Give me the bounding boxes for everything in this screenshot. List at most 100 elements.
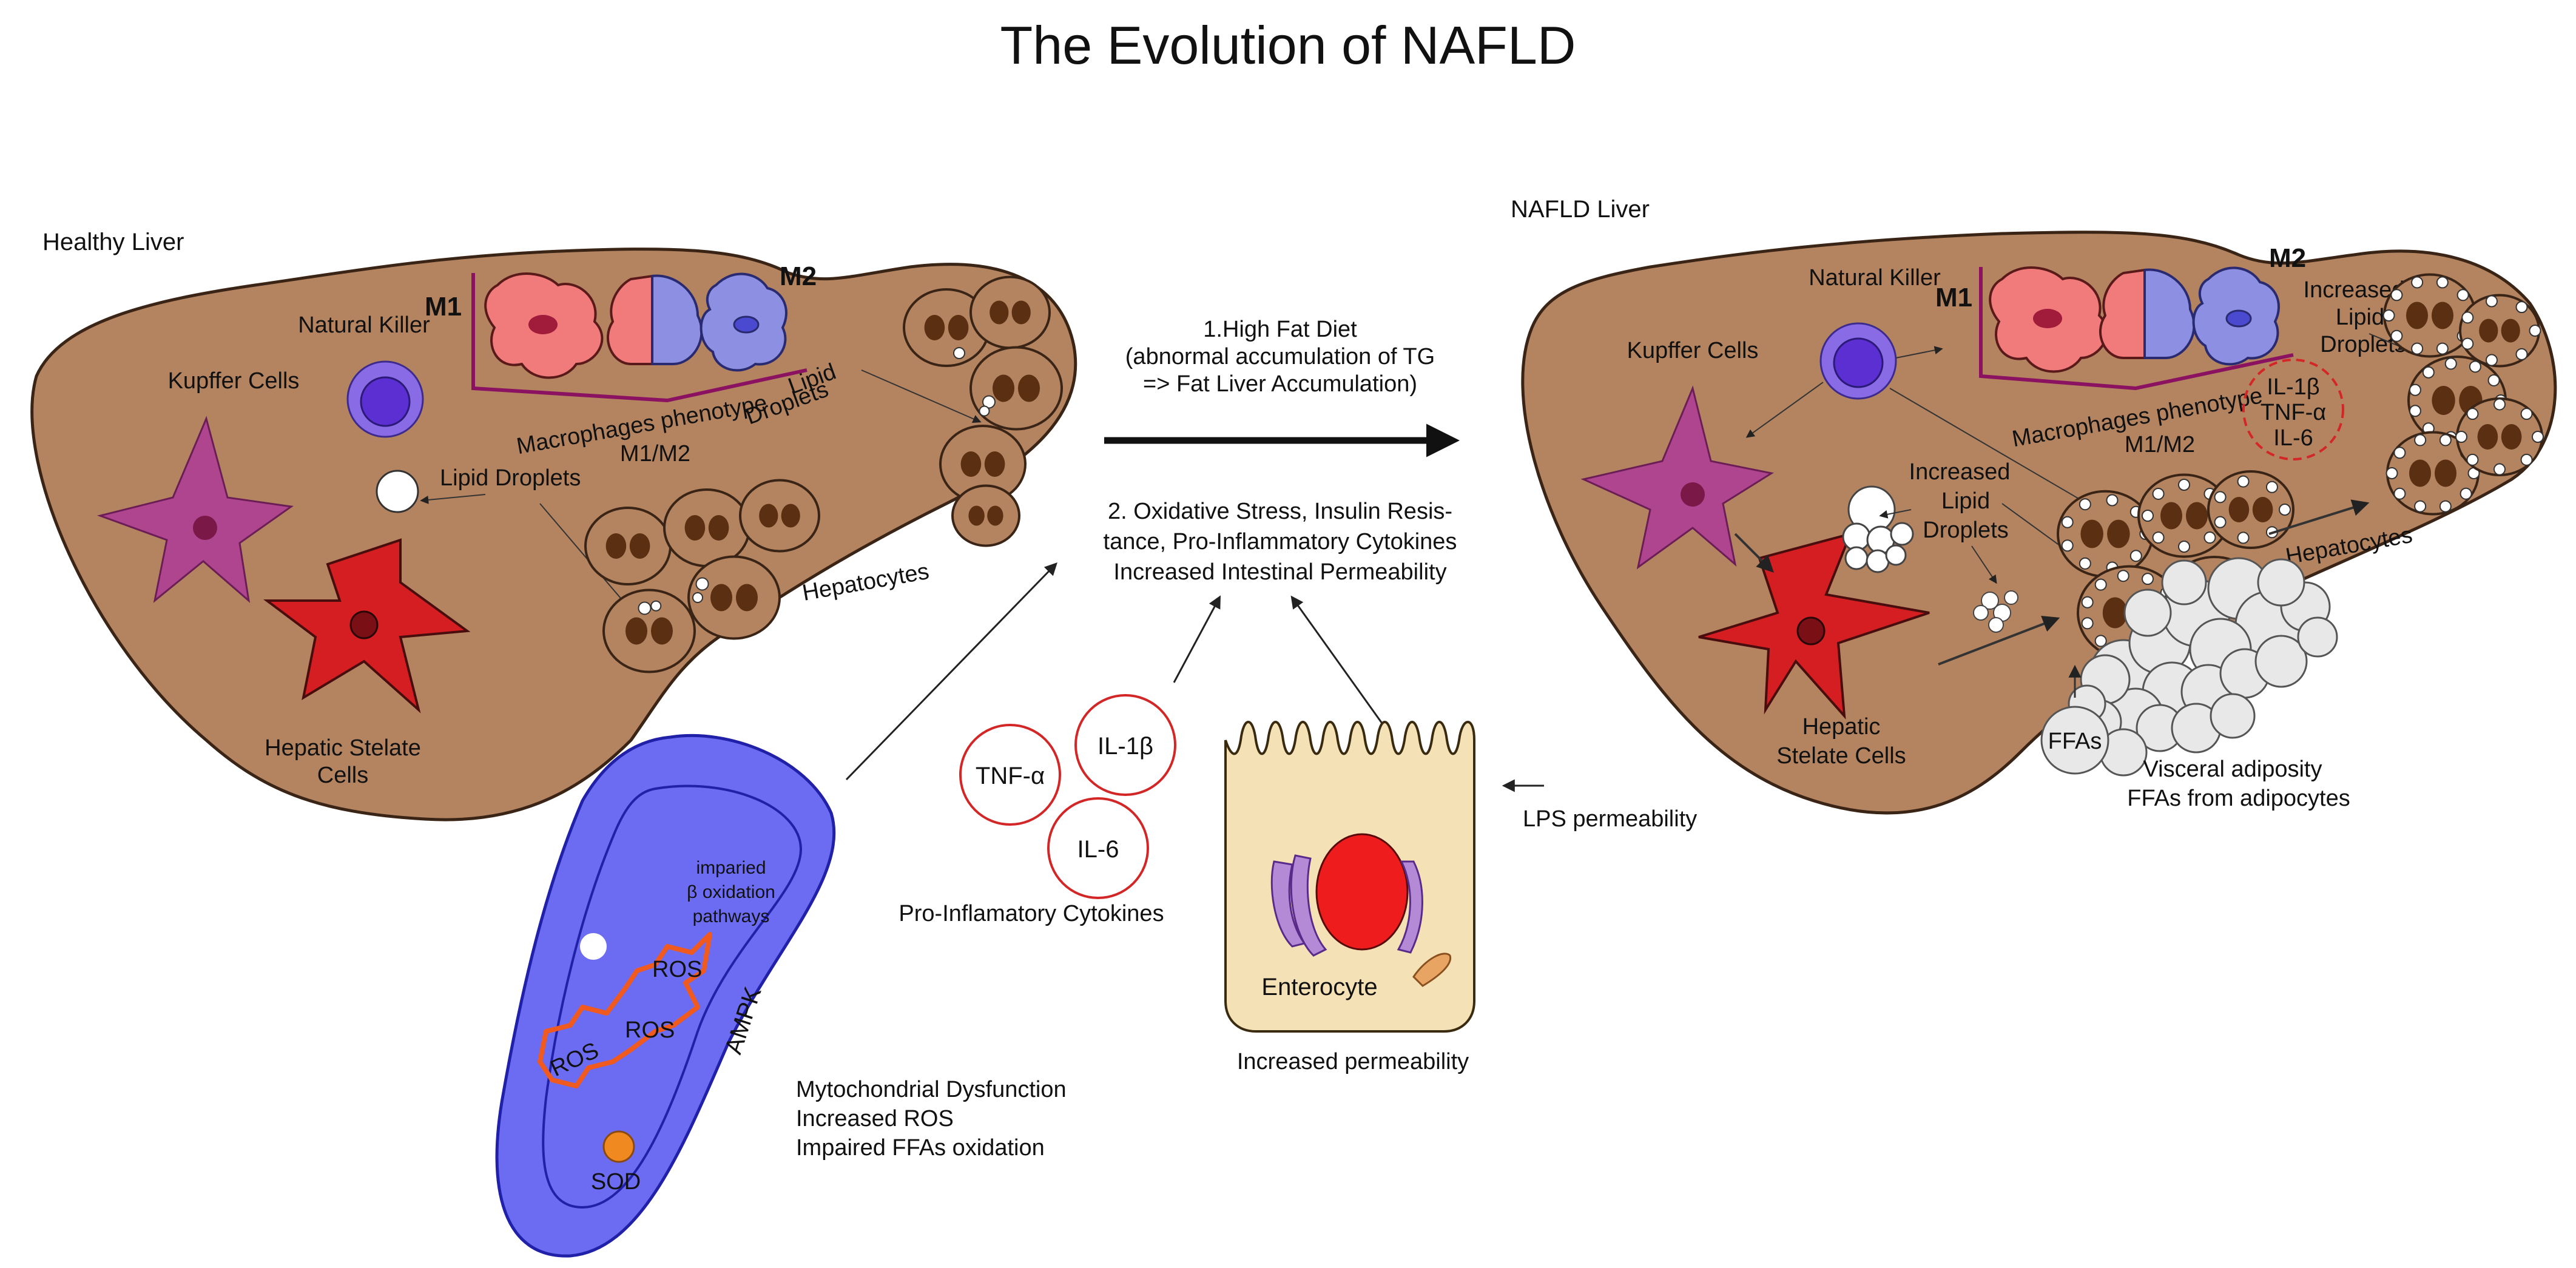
inc-lipid-pointer-1 (1879, 509, 1912, 519)
hepatocyte-nucleus (2432, 386, 2455, 415)
hepatocyte-nucleus (2501, 424, 2522, 450)
hepatocyte-nucleus (948, 315, 969, 340)
lipid-droplet (2106, 494, 2119, 507)
lipid-droplet (2455, 431, 2467, 443)
nafld-kupffer-cell (1580, 385, 1774, 570)
lipid-droplet (2529, 325, 2541, 337)
hepatocyte-cell (739, 479, 820, 553)
lipid-droplet (2411, 276, 2424, 289)
lipid-droplet (2393, 487, 2406, 500)
nafld-inc-lipid-3: Droplets (1923, 518, 2009, 543)
lps-label: LPS permeability (1523, 806, 1697, 832)
hepatocyte-nucleus (984, 451, 1005, 477)
lipid-droplet (2469, 360, 2481, 373)
nafld-inc-lipid-top-2: Lipid (2336, 305, 2384, 330)
lipid-droplet (2456, 289, 2469, 302)
lipid-droplet (2390, 329, 2403, 342)
adipocyte (2254, 635, 2308, 688)
nk-to-macrophage-arrow (1895, 346, 1943, 359)
lipid-droplet (2094, 578, 2107, 591)
mito-caption-2: Increased ROS (796, 1106, 954, 1131)
step2-line3: Increased Intestinal Permeability (1113, 559, 1446, 585)
kupffer-label: Kupffer Cells (168, 368, 300, 394)
hepatocyte-cell (584, 507, 672, 585)
hepatocyte-nucleus (759, 504, 778, 528)
step2-line1: 2. Oxidative Stress, Insulin Resis- (1108, 499, 1452, 524)
adipocyte (2123, 588, 2172, 637)
stellate-nucleus (349, 610, 379, 639)
lipid-droplet (2178, 479, 2190, 491)
nafld-cyto-1: IL-1β (2267, 374, 2319, 400)
lipid-droplet (2142, 510, 2154, 522)
hepatocyte-nucleus (2102, 597, 2128, 629)
lipid-upper-pointer (861, 369, 982, 423)
lipid-droplet (1981, 592, 1999, 610)
hepatocyte-nucleus (2107, 519, 2130, 548)
il1-circle (1074, 694, 1176, 796)
lipid-droplet (2385, 467, 2398, 479)
lipid-droplet (2203, 531, 2216, 544)
hepatocyte-nucleus (1011, 300, 1031, 325)
nafld-m2-label: M2 (2269, 243, 2306, 273)
nafld-natural-killer-nucleus (1833, 337, 1884, 388)
visceral-label: Visceral adiposity (2143, 757, 2322, 782)
inc-lipid-pointer-2 (1971, 545, 1997, 584)
hepatocyte-nucleus (2160, 502, 2182, 530)
nafld-stellate-nucleus (1796, 616, 1826, 646)
hepatocyte-nucleus (924, 315, 945, 340)
lipid-droplet (2532, 431, 2544, 443)
lipid-droplet (2061, 516, 2074, 528)
hepatocyte-nucleus (651, 617, 673, 645)
healthy-liver-heading: Healthy Liver (42, 229, 184, 255)
lipid-droplet (2081, 596, 2094, 609)
lipid-droplet (2393, 447, 2406, 459)
macrophage-m1m2-cell (606, 274, 653, 365)
lipid-droplet (2436, 342, 2449, 355)
lipid-droplet (650, 600, 662, 612)
lipid-droplet (1842, 522, 1871, 551)
adipocyte (2257, 558, 2305, 607)
lipid-droplet (1866, 549, 1890, 573)
lipid-droplet (2061, 539, 2074, 552)
nafld-inc-lipid-2: Lipid (1941, 488, 1990, 514)
lipid-droplet (2409, 405, 2421, 417)
mito-inner-membrane (542, 784, 803, 1209)
macrophage-m2-nucleus (733, 315, 760, 334)
enterocyte-caption: Increased permeability (1237, 1049, 1469, 1074)
lipid-droplet (2094, 635, 2107, 647)
lipid-droplet (2515, 348, 2528, 360)
hepatocyte-nucleus (2228, 497, 2250, 522)
nafld-macrophage-m2-half (2143, 268, 2196, 359)
lipid-droplet (2081, 617, 2094, 630)
lipid-droplet (2461, 311, 2474, 324)
step1-line1: 1.High Fat Diet (1203, 317, 1357, 342)
nafld-cyto-2: TNF-α (2261, 400, 2327, 425)
lipid-droplet (2390, 289, 2403, 302)
lipid-droplet (1844, 546, 1869, 570)
lipid-droplet (2439, 500, 2452, 513)
lipid-droplet (2520, 408, 2533, 420)
nafld-m1-label: M1 (1935, 283, 1972, 312)
lipid-droplet (2382, 309, 2395, 322)
lipid-droplet (2237, 531, 2250, 544)
lipid-droplet (376, 470, 419, 513)
ffas-label: FFAs (2048, 729, 2102, 754)
lipid-droplet (2461, 337, 2474, 350)
m1-label: M1 (425, 292, 462, 322)
impaired-label: imparied (696, 858, 766, 878)
lipid-droplet (2079, 498, 2091, 511)
nafld-hepatocyte-cluster-upper (2382, 273, 2544, 516)
hepatocyte-nucleus (625, 617, 647, 645)
hepatocyte-cell (663, 488, 750, 567)
hepatocyte-nucleus (990, 300, 1009, 325)
lipid-droplet (1988, 617, 2004, 633)
lipid-droplet (2004, 590, 2018, 605)
nafld-kupffer-nucleus (1681, 482, 1705, 507)
nafld-stellate-label: Hepatic (1802, 714, 1881, 740)
lipid-pointer-2 (539, 503, 629, 609)
hepatocyte-cluster-lower (584, 479, 820, 673)
ros-label-1: ROS (652, 957, 702, 982)
cytokines-caption: Pro-Inflamatory Cytokines (899, 901, 1164, 926)
mitochondrion (495, 733, 836, 1258)
hepatocyte-nucleus (708, 515, 729, 541)
